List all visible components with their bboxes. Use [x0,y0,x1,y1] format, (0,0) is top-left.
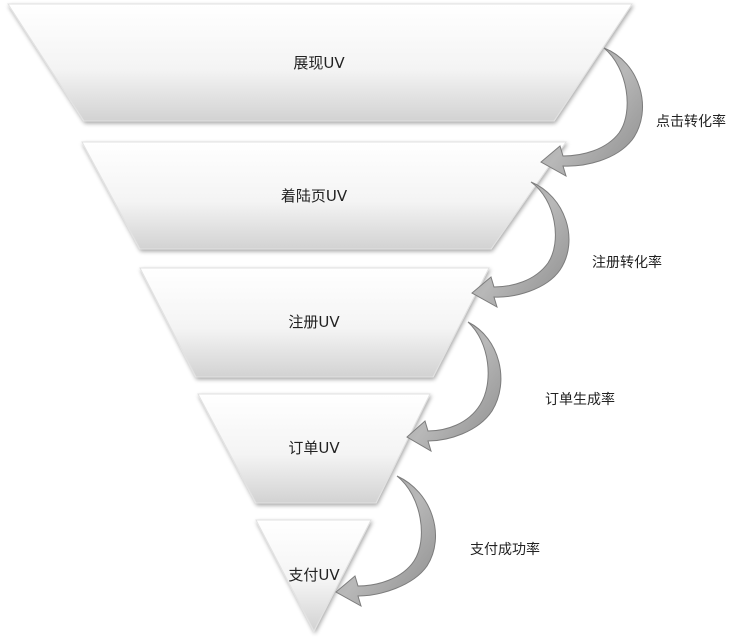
funnel-stage-shape [139,267,490,378]
funnel-stage-landing: 着陆页UV [81,141,567,250]
funnel-stage-label: 支付UV [288,566,340,584]
funnel-stage-shape [197,393,431,504]
conversion-rate-label: 支付成功率 [470,541,540,558]
funnel-stage-shape [255,519,372,633]
funnel-stage-shape [7,3,633,122]
funnel-stage-payment: 支付UV [255,519,372,633]
conversion-rate-label: 注册转化率 [592,254,662,271]
curved-arrow-icon [471,181,570,309]
funnel-stage-order: 订单UV [197,393,431,504]
funnel-stage-impression: 展现UV [7,3,633,122]
funnel-stage-label: 展现UV [293,54,345,72]
conversion-rate-label: 点击转化率 [656,113,726,130]
funnel-stage-label: 着陆页UV [281,187,348,205]
funnel-stage-register: 注册UV [139,267,490,378]
funnel-stage-shape [81,141,567,250]
curved-arrow-icon [406,321,502,453]
funnel-stage-label: 注册UV [288,313,340,331]
funnel-stage-label: 订单UV [288,439,340,457]
curved-arrow-icon [540,47,644,178]
curved-arrow-icon [335,475,436,608]
conversion-rate-label: 订单生成率 [545,391,615,408]
